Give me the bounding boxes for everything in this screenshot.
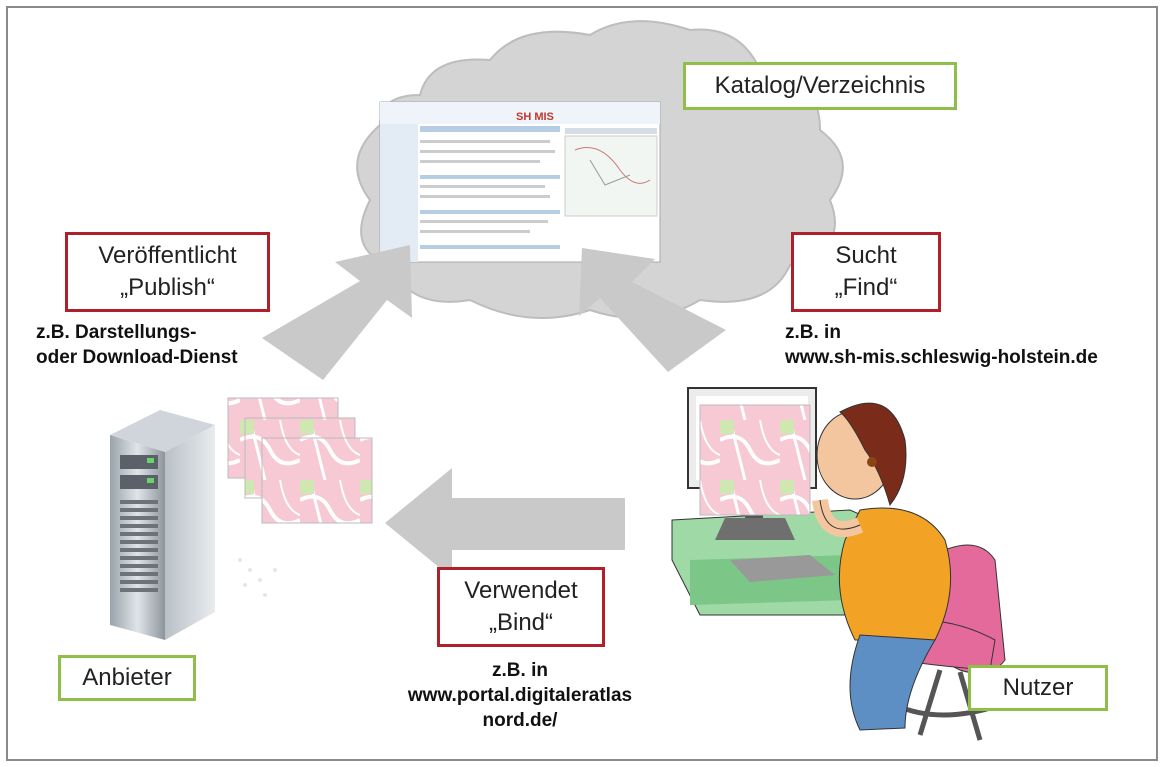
nutzer-label: Nutzer <box>1002 674 1074 701</box>
nutzer-box: Nutzer <box>968 665 1108 711</box>
arrow-find <box>579 248 726 372</box>
map-icon <box>227 397 373 524</box>
anbieter-label: Anbieter <box>82 664 172 691</box>
publish-note: z.B. Darstellungs- oder Download-Dienst <box>36 320 238 370</box>
diagram-frame <box>6 6 1158 761</box>
bind-label: Verwendet <box>464 577 578 604</box>
user-at-computer-icon <box>671 387 1006 741</box>
bind-note-line2: www.portal.digitaleratlas <box>407 685 633 706</box>
svg-text:SH MIS: SH MIS <box>516 111 554 123</box>
catalog-website-screenshot: SH MIS <box>379 101 661 263</box>
bind-note-line1: z.B. in <box>492 660 548 681</box>
anbieter-box: Anbieter <box>58 655 196 701</box>
bind-box: Verwendet „Bind“ <box>437 567 605 647</box>
publish-note-line2: oder Download-Dienst <box>36 347 238 368</box>
arrow-bind <box>385 468 625 578</box>
publish-box: Veröffentlicht „Publish“ <box>65 232 270 312</box>
bind-note-line3: nord.de/ <box>482 710 558 731</box>
arrow-publish <box>262 245 412 380</box>
find-label-en: „Find“ <box>834 274 898 301</box>
find-note-line2: www.sh-mis.schleswig-holstein.de <box>785 347 1098 368</box>
publish-label: Veröffentlicht <box>98 242 237 269</box>
find-note: z.B. in www.sh-mis.schleswig-holstein.de <box>785 320 1098 370</box>
katalog-label: Katalog/Verzeichnis <box>714 72 926 99</box>
find-label: Sucht <box>835 242 897 269</box>
publish-note-line1: z.B. Darstellungs- <box>36 322 197 343</box>
find-box: Sucht „Find“ <box>791 232 941 312</box>
find-note-line1: z.B. in <box>785 322 841 343</box>
bind-label-en: „Bind“ <box>488 609 554 636</box>
publish-label-en: „Publish“ <box>120 274 215 301</box>
bind-note: z.B. in www.portal.digitaleratlas nord.d… <box>340 658 700 733</box>
katalog-box: Katalog/Verzeichnis <box>683 62 957 110</box>
